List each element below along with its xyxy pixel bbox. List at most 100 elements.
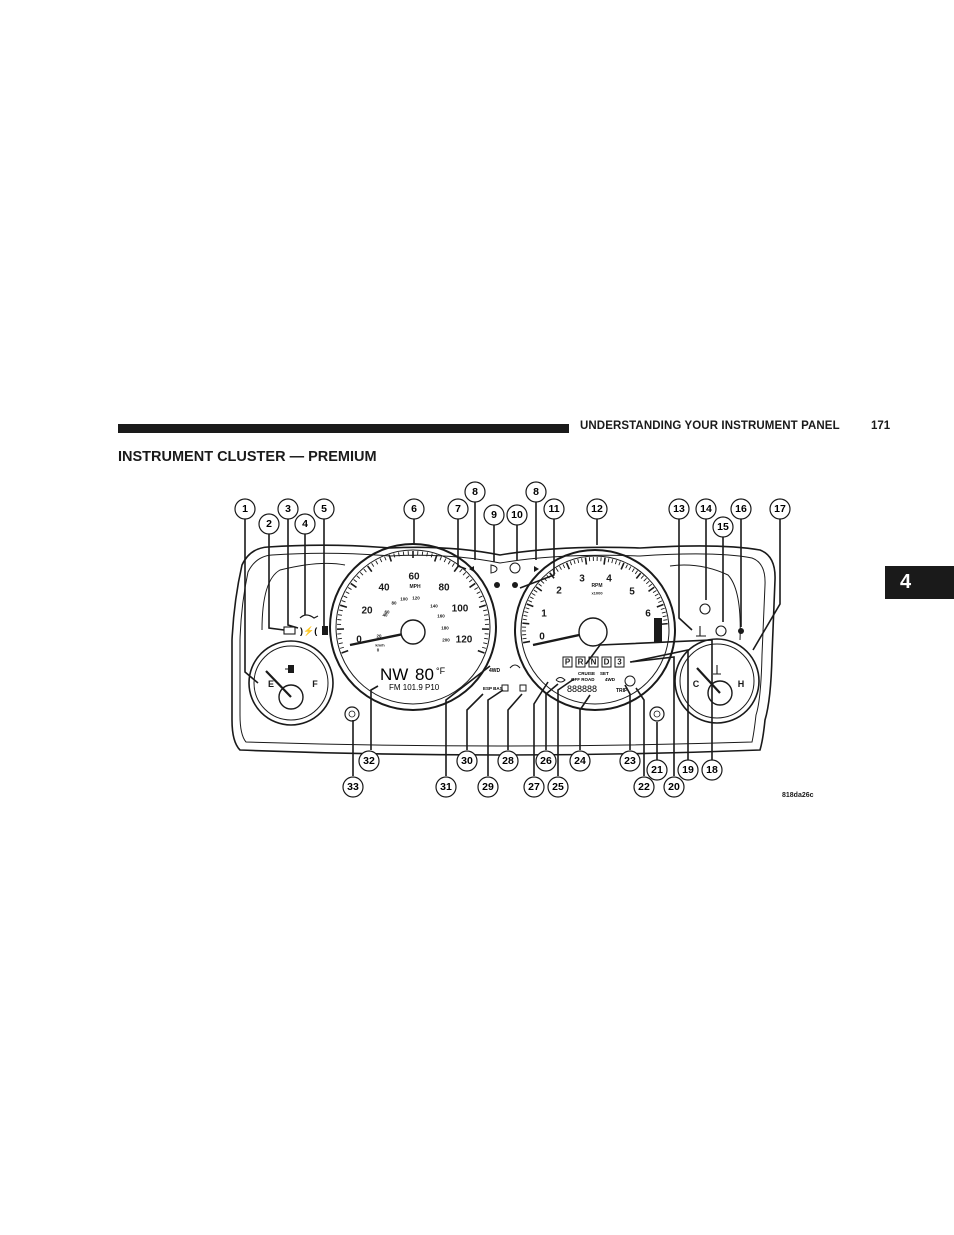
temp-cold-label: C [693,679,700,689]
coolant-temp-icon [696,626,706,637]
dial-tick [359,572,364,576]
fog-light-icon [519,684,527,692]
callout-24: 24 [569,750,591,772]
kmh-label-80: 80 [391,601,397,606]
callout-21: 21 [646,759,668,781]
speedo-ticks [337,551,489,654]
fuel-full-label: F [312,679,318,689]
abs-icon [509,562,521,574]
dial-tick [648,586,655,593]
prndl-d: D [604,658,610,667]
callout-28: 28 [497,750,519,772]
svg-text:33: 33 [347,781,359,793]
svg-text:21: 21 [651,764,663,776]
dial-tick [634,570,638,575]
kmh-label-60: 60 [384,610,390,615]
mph-label-40: 40 [378,583,390,594]
dial-tick [654,593,659,597]
kmh-label-120: 120 [412,596,420,601]
callout-16: 16 [730,498,752,520]
callout-3: 3 [277,498,299,520]
cruise-indicator: CRUISE [578,671,595,676]
dial-tick [477,649,485,654]
callout-10: 10 [506,504,528,526]
callout-12: 12 [586,498,608,520]
cluster-housing [231,544,776,756]
callout-19: 19 [677,759,699,781]
compass-display: NW [380,665,408,684]
brake-warning-icon: )⚡( [300,625,317,637]
dial-tick [525,607,530,610]
kmh-label-0: 0 [377,648,380,653]
svg-text:12: 12 [591,503,603,515]
dial-tick [538,583,542,587]
callout-31: 31 [435,776,457,798]
left-turn-signal-icon [469,566,474,572]
dial-tick [339,646,345,649]
svg-text:20: 20 [668,781,680,793]
figure-code: 818da26c [782,792,814,799]
page-number: 171 [871,420,891,432]
dial-tick [347,587,352,590]
temperature-gauge: C H [674,638,760,724]
right-dimmer-knob [649,706,665,722]
callout-20: 20 [663,776,685,798]
center-indicator-icons: 4WD ESP BAS [469,562,539,692]
dial-tick [484,637,489,640]
dial-tick [625,564,628,569]
dial-tick [350,582,357,589]
esp-bas-indicator: ESP BAS [483,686,503,691]
high-beam-icon [490,564,498,574]
dial-tick [338,642,343,645]
left-trip-knob-center [348,710,356,718]
dial-tick [465,575,470,579]
traction-control-icon [715,625,727,637]
brake-system-icon [699,603,711,615]
mph-label-80: 80 [438,583,450,594]
kmh-label-200: 200 [442,638,450,643]
callout-2: 2 [258,513,280,535]
dial-tick [379,558,383,563]
dial-tick [402,551,405,556]
svg-text:13: 13 [673,503,685,515]
callout-7: 7 [447,498,469,520]
callout-25: 25 [547,776,569,798]
dial-tick [459,568,463,573]
trip-label: TRIP [616,688,628,694]
dial-tick [656,596,661,600]
dial-tick [607,558,610,563]
temp-hot-label: H [738,679,745,689]
dial-tick [577,558,580,564]
dial-tick [618,561,621,566]
callout-13: 13 [668,498,690,520]
kmh-label-100: 100 [400,597,408,602]
svg-text:9: 9 [491,509,497,521]
dial-tick [398,552,400,557]
prndl-r: R [578,658,584,667]
chapter-tab: 4 [885,566,954,599]
svg-text:4: 4 [302,518,308,530]
center-display: NW 80 °F FM 101.9 P10 [380,665,446,692]
dial-tick [483,642,488,645]
callout-11: 11 [543,498,565,520]
dial-tick [562,564,566,569]
dial-tick [559,565,562,570]
tacho-multiplier: x1000 [591,591,603,596]
dial-tick [341,649,349,654]
dial-tick [528,599,533,603]
callout-15: 15 [712,516,734,538]
dial-tick [535,586,543,592]
dial-tick [483,609,488,612]
header-rule [118,424,569,433]
dial-tick [337,614,343,616]
dial-tick [363,568,367,573]
low-fuel-icon [322,626,328,635]
dial-tick [656,603,664,608]
section-title: INSTRUMENT CLUSTER — PREMIUM [118,449,377,465]
dial-tick [648,583,653,588]
mph-label-20: 20 [361,606,373,617]
speedo-unit: MPH [409,584,421,590]
four-wd-indicator: 4WD [489,668,501,674]
dial-tick [433,554,438,562]
kmh-unit: km/h [375,643,385,648]
